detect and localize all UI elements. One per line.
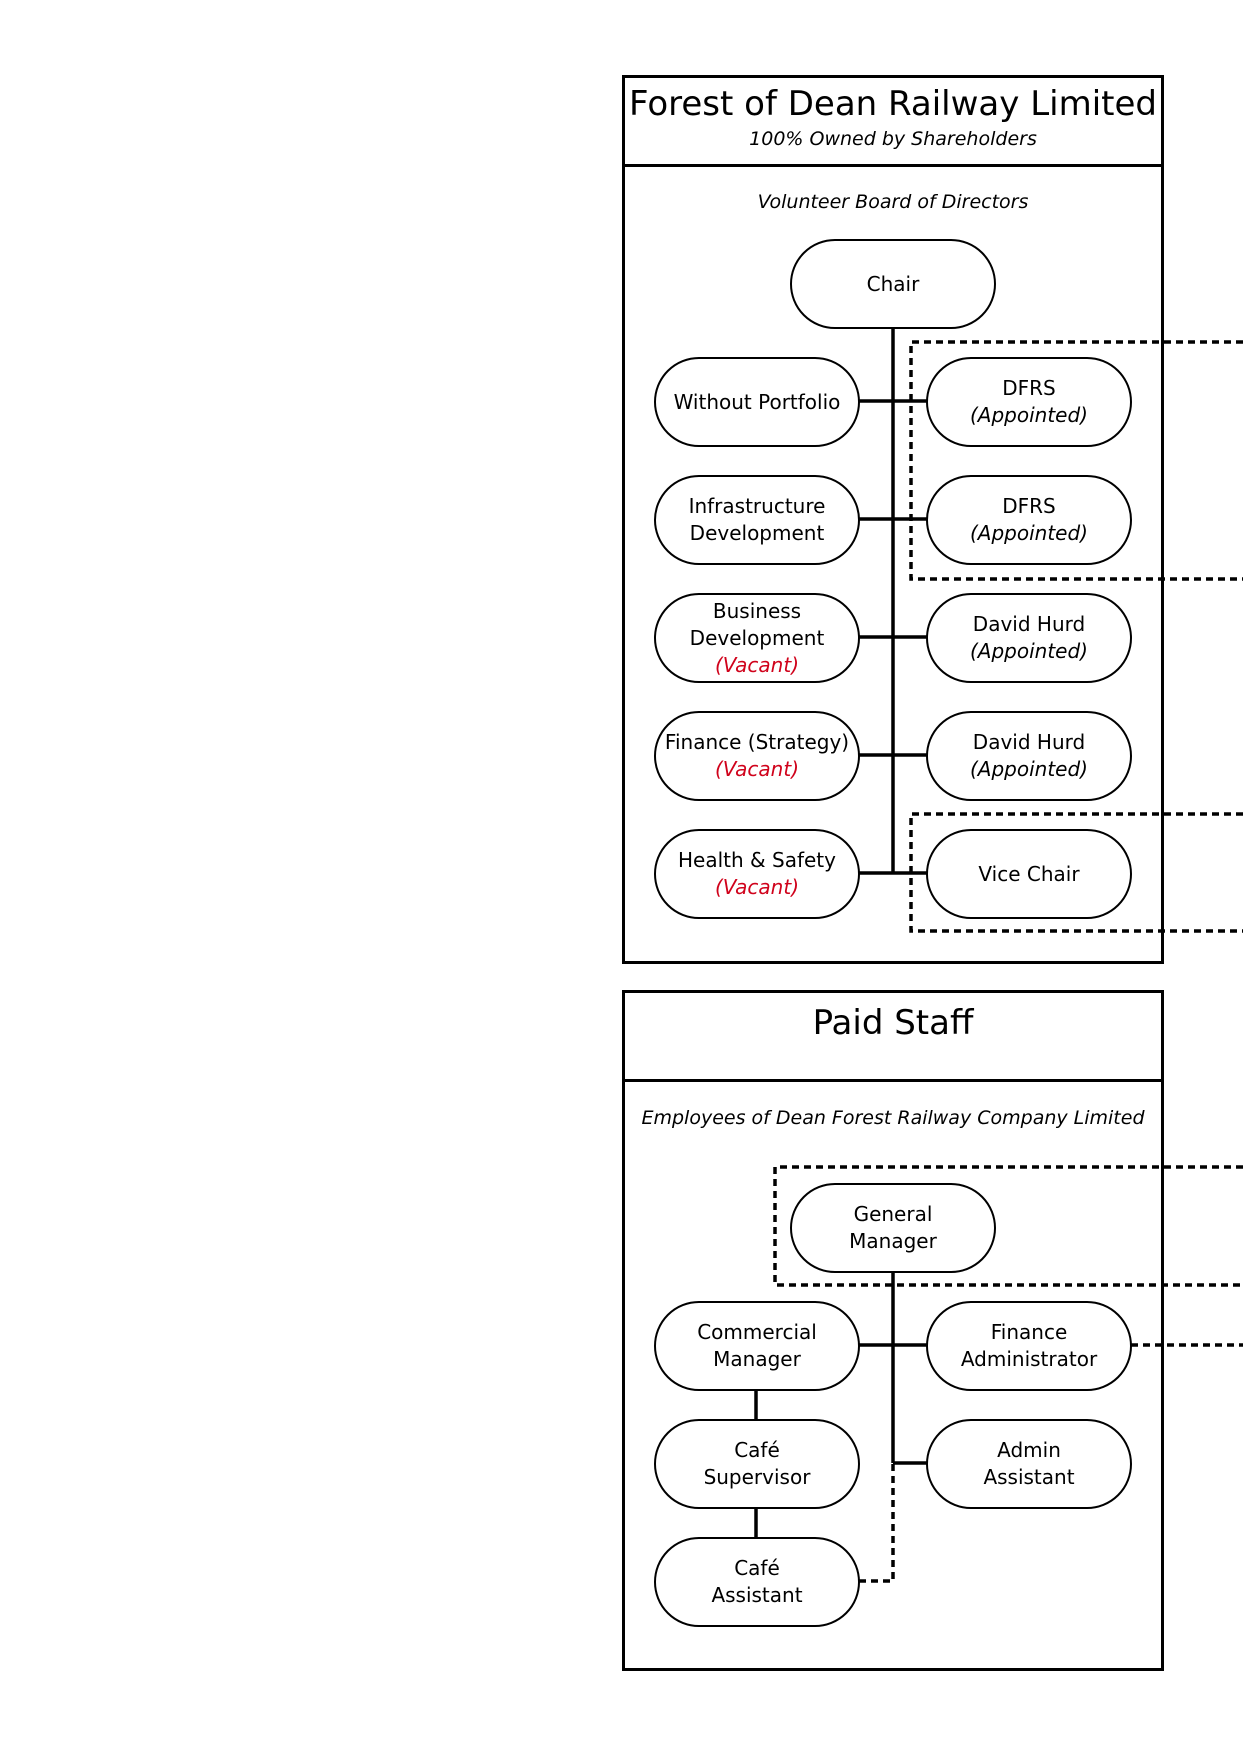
node-title: David Hurd xyxy=(972,612,1086,636)
without-portfolio-node: Without Portfolio xyxy=(654,357,860,447)
gm-dashed-bracket xyxy=(773,1165,1243,1287)
infrastructure-development-node: Infrastructure Development xyxy=(654,475,860,565)
staff-header: Paid Staff xyxy=(622,1004,1164,1042)
node-status: (Appointed) xyxy=(970,403,1088,427)
node-title-line-2: Assistant xyxy=(983,1465,1075,1489)
node-title-line-2: Manager xyxy=(849,1229,937,1253)
dfrs-node-1: DFRS (Appointed) xyxy=(926,357,1132,447)
node-title-line-1: Infrastructure xyxy=(688,494,826,518)
node-title-line-1: Café xyxy=(734,1556,780,1580)
node-title-line-1: Commercial xyxy=(697,1320,817,1344)
node-status: (Appointed) xyxy=(970,521,1088,545)
company-title: Forest of Dean Railway Limited xyxy=(629,84,1157,124)
node-title: Chair xyxy=(866,271,920,296)
node-title: Finance (Strategy) xyxy=(664,730,850,754)
node-title-line-1: Finance xyxy=(990,1320,1068,1344)
node-status: (Appointed) xyxy=(970,639,1088,663)
node-title: DFRS xyxy=(1002,494,1056,518)
dfrs-node-2: DFRS (Appointed) xyxy=(926,475,1132,565)
node-title: Vice Chair xyxy=(978,861,1080,886)
node-title-line-2: Development xyxy=(689,625,825,650)
board-label: Volunteer Board of Directors xyxy=(757,191,1029,213)
dfrs-dashed-bracket xyxy=(909,340,1243,581)
vacant-status: (Vacant) xyxy=(714,652,800,677)
node-title: David Hurd xyxy=(972,730,1086,754)
employer-label: Employees of Dean Forest Railway Company… xyxy=(641,1107,1145,1129)
node-title-line-1: Business xyxy=(712,598,802,623)
commercial-manager-node: Commercial Manager xyxy=(654,1301,860,1391)
node-title-line-2: Manager xyxy=(713,1347,801,1371)
david-hurd-node-1: David Hurd (Appointed) xyxy=(926,593,1132,683)
vacant-status: (Vacant) xyxy=(714,875,800,899)
node-title-line-2: Development xyxy=(689,521,825,545)
vice-chair-node: Vice Chair xyxy=(926,829,1132,919)
company-header: Forest of Dean Railway Limited 100% Owne… xyxy=(622,85,1164,150)
node-title-line-1: General xyxy=(853,1202,933,1226)
cafe-assistant-dashed-line xyxy=(859,1463,895,1583)
david-hurd-node-2: David Hurd (Appointed) xyxy=(926,711,1132,801)
business-development-node: Business Development (Vacant) xyxy=(654,593,860,683)
finance-strategy-node: Finance (Strategy) (Vacant) xyxy=(654,711,860,801)
node-title-line-1: Admin xyxy=(997,1438,1061,1462)
finance-administrator-node: Finance Administrator xyxy=(926,1301,1132,1391)
node-title-line-2: Administrator xyxy=(960,1347,1098,1371)
node-title: Without Portfolio xyxy=(673,389,841,414)
node-title-line-1: Café xyxy=(734,1438,780,1462)
vice-chair-dashed-bracket xyxy=(909,812,1243,933)
staff-header-rule xyxy=(622,990,1164,1082)
cafe-supervisor-node: Café Supervisor xyxy=(654,1419,860,1509)
cafe-assistant-node: Café Assistant xyxy=(654,1537,860,1627)
node-title: DFRS xyxy=(1002,376,1056,400)
node-title-line-2: Supervisor xyxy=(703,1465,811,1489)
admin-assistant-node: Admin Assistant xyxy=(926,1419,1132,1509)
node-title: Health & Safety xyxy=(678,848,836,872)
chair-node: Chair xyxy=(790,239,996,329)
company-header-rule xyxy=(622,75,1164,167)
node-title-line-2: Assistant xyxy=(711,1583,803,1607)
general-manager-node: General Manager xyxy=(790,1183,996,1273)
node-status: (Appointed) xyxy=(970,757,1088,781)
vacant-status: (Vacant) xyxy=(714,757,800,781)
staff-title: Paid Staff xyxy=(812,1003,974,1043)
health-safety-node: Health & Safety (Vacant) xyxy=(654,829,860,919)
company-subtitle: 100% Owned by Shareholders xyxy=(749,128,1037,150)
